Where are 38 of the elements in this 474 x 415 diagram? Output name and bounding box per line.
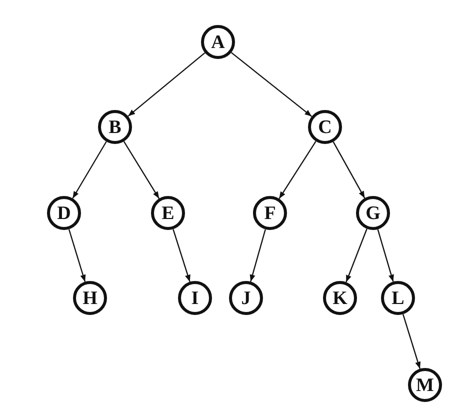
tree-node-circle [308,110,342,144]
node-label: H [82,288,98,308]
arrow [172,229,190,282]
node-label: C [318,118,332,136]
node-label: E [162,204,174,222]
tree-node-circle [408,368,442,402]
arrow [250,229,266,282]
tree-node-circle [253,196,287,230]
arrow [346,228,368,282]
tree-node-circle [323,281,357,315]
tree-node-circle [151,196,185,230]
node-label: G [366,204,380,222]
arrow [72,141,107,199]
node-label: J [241,288,251,308]
node-label: F [264,204,276,222]
arrow [402,314,421,369]
tree-node-circle [356,196,390,230]
tree-node-circle [381,281,415,315]
tree-node-circle [73,281,107,315]
arrow [377,229,394,282]
node-label: M [416,376,434,394]
tree-node-circle [178,281,212,315]
arrow [230,52,312,117]
arrow [332,142,366,198]
arrow [123,141,160,199]
tree-node-circle [229,281,263,315]
tree-node-circle [98,110,132,144]
node-label: A [211,32,225,52]
arrow [278,141,316,199]
node-label: D [57,204,71,222]
arrow [128,52,206,117]
node-label: I [191,288,199,308]
node-label: L [392,288,404,308]
node-label: B [108,118,122,136]
arrow [68,229,86,282]
node-label: K [332,288,348,308]
tree-node-circle [47,196,81,230]
tree-node-circle [201,25,235,59]
